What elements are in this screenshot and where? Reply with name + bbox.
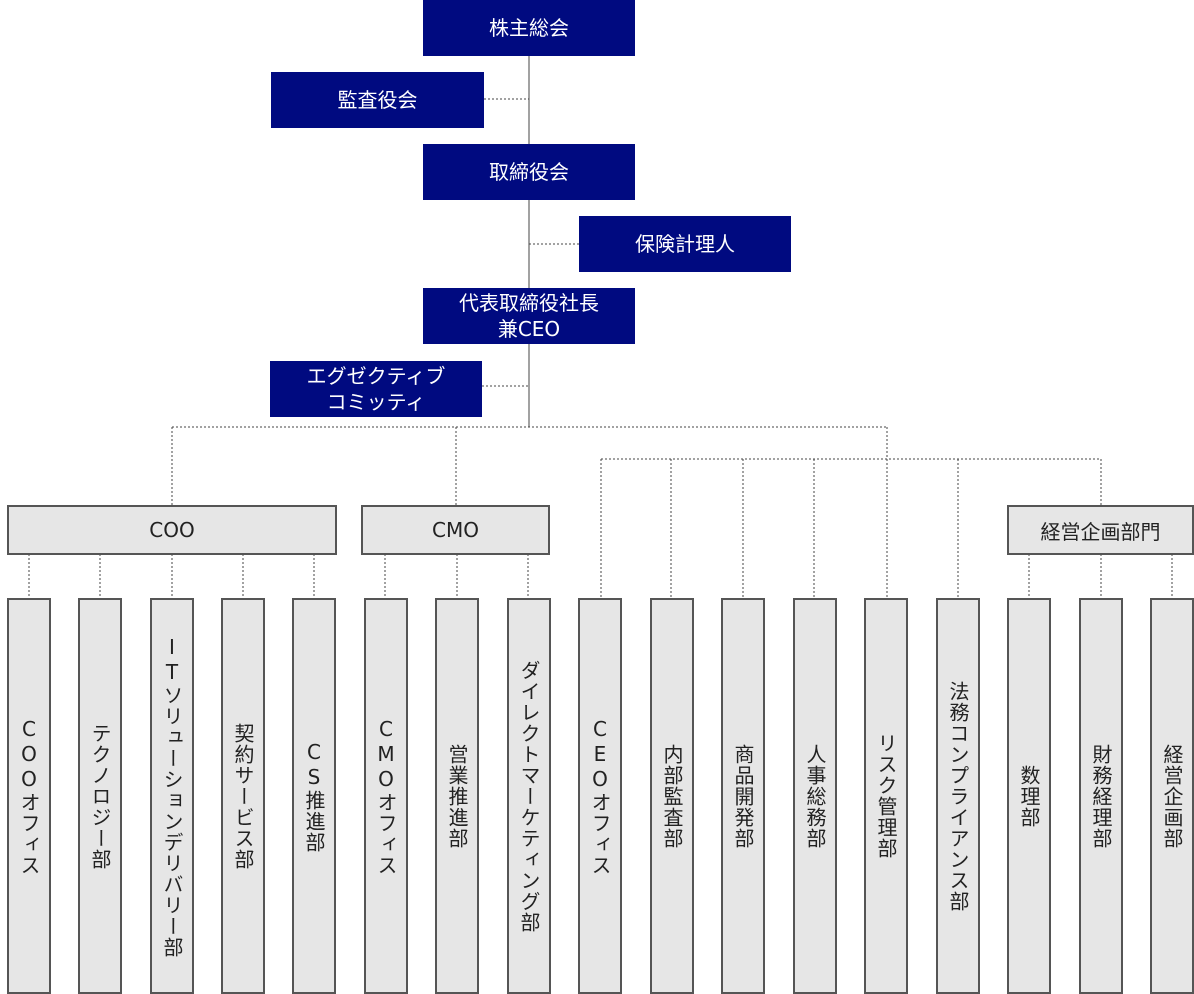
dept-ceo-office: CEOオフィス [578,598,622,994]
dept-legal-compliance: 法務コンプライアンス部 [936,598,980,994]
dept-label: CMOオフィス [374,716,398,876]
board-of-directors-label: 取締役会 [489,160,569,184]
dept-label: COOオフィス [17,716,41,876]
dept-label: 契約サービス部 [231,722,255,870]
cmo-label: CMO [432,518,479,542]
dept-technology: テクノロジー部 [78,598,122,994]
dept-label: 経営企画部 [1160,743,1184,849]
dept-product-development: 商品開発部 [721,598,765,994]
corporate-planning-division-label: 経営企画部門 [1040,519,1161,544]
actuary-label: 保険計理人 [635,232,735,256]
ceo-label-line2: 兼CEO [497,317,561,341]
dept-label: CS推進部 [302,739,326,853]
dept-label: 財務経理部 [1089,743,1113,849]
shareholders-meeting-box: 株主総会 [423,0,635,56]
dept-it-solution-delivery: ITソリューションデリバリー部 [150,598,194,994]
dept-label: ITソリューションデリバリー部 [160,634,184,958]
dept-sales-promotion: 営業推進部 [435,598,479,994]
dept-label: 法務コンプライアンス部 [946,680,970,912]
dept-label: テクノロジー部 [88,722,112,870]
dept-cmo-office: CMOオフィス [364,598,408,994]
dept-internal-audit: 内部監査部 [650,598,694,994]
dept-risk-management: リスク管理部 [864,598,908,994]
dept-label: 数理部 [1017,764,1041,828]
actuary-box: 保険計理人 [579,216,791,272]
dept-actuarial: 数理部 [1007,598,1051,994]
cmo-box: CMO [361,505,550,555]
dept-finance-accounting: 財務経理部 [1079,598,1123,994]
dept-label: 商品開発部 [731,743,755,849]
executive-committee-line1: エグゼクティブ [306,364,446,388]
dept-label: 人事総務部 [803,743,827,849]
dept-label: 営業推進部 [445,743,469,849]
dept-direct-marketing: ダイレクトマーケティング部 [507,598,551,994]
dept-label: CEOオフィス [588,716,612,876]
executive-committee-box: エグゼクティブ コミッティ [270,361,482,417]
coo-label: COO [149,518,195,542]
dept-coo-office: COOオフィス [7,598,51,994]
dept-label: リスク管理部 [874,733,898,859]
ceo-label-line1: 代表取締役社長 [459,291,599,315]
corporate-planning-division-box: 経営企画部門 [1007,505,1194,555]
dept-corporate-planning: 経営企画部 [1150,598,1194,994]
dept-contract-services: 契約サービス部 [221,598,265,994]
dept-hr-general-affairs: 人事総務部 [793,598,837,994]
shareholders-meeting-label: 株主総会 [489,16,569,40]
board-of-directors-box: 取締役会 [423,144,635,200]
coo-box: COO [7,505,337,555]
ceo-box: 代表取締役社長 兼CEO [423,288,635,344]
audit-board-box: 監査役会 [271,72,484,128]
executive-committee-line2: コミッティ [326,390,426,414]
dept-label: ダイレクトマーケティング部 [517,659,541,933]
dept-label: 内部監査部 [660,743,684,849]
audit-board-label: 監査役会 [337,88,418,112]
dept-cs-promotion: CS推進部 [292,598,336,994]
